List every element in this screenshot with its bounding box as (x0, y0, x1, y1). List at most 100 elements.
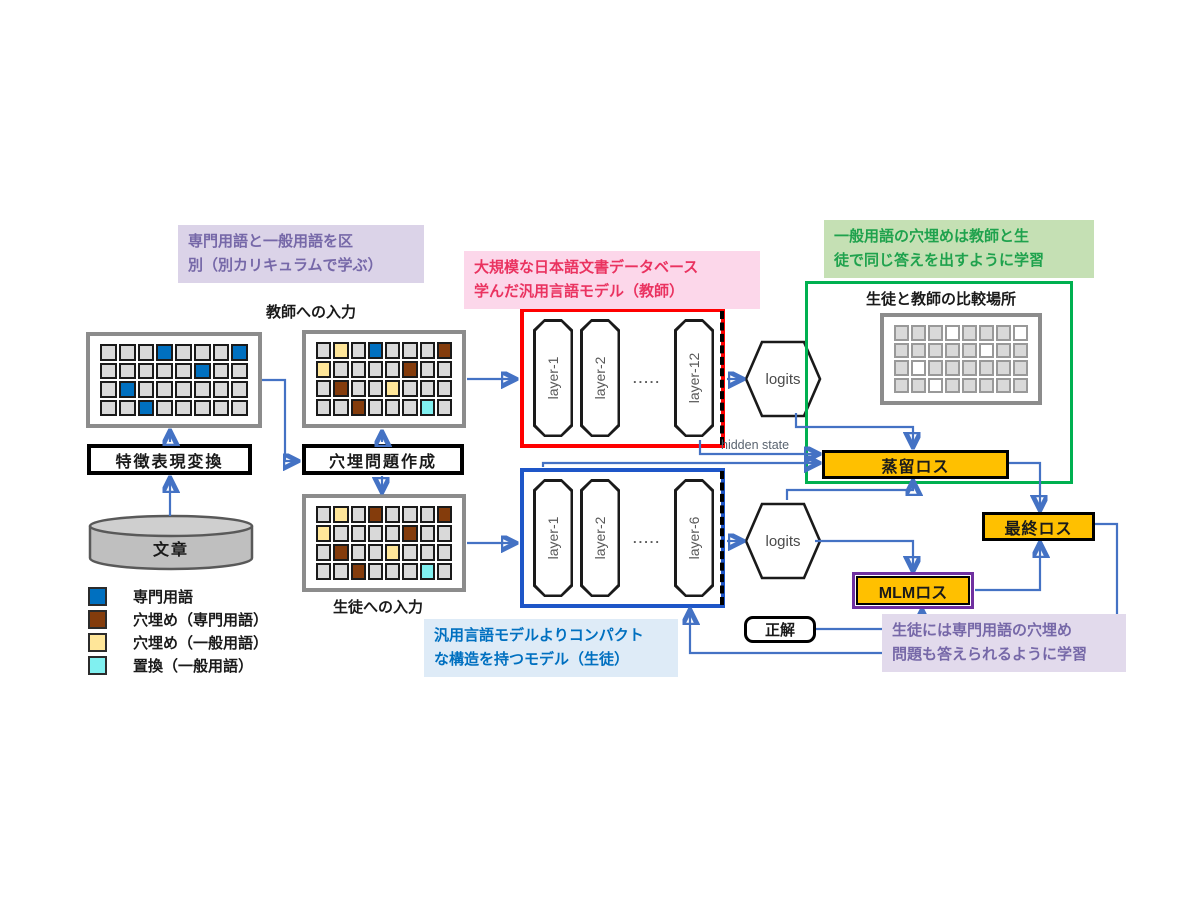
grid-cell (402, 525, 418, 542)
grid-cell (436, 563, 452, 580)
note-distill: 一般用語の穴埋めは教師と生 徒で同じ答えを出すように学習 (824, 220, 1094, 278)
grid-cell (212, 362, 230, 379)
grid-cell (945, 325, 960, 341)
grid-cell (137, 381, 155, 398)
grid-cell (231, 362, 248, 379)
grid-cell (402, 342, 418, 359)
grid-cell (212, 344, 230, 361)
grid-cell (118, 362, 136, 379)
student-input-grid (302, 494, 466, 592)
grid-cell (928, 325, 943, 341)
teacher-logits-hexagon: logits (744, 339, 822, 424)
layer-shape: layer-6 (674, 479, 714, 597)
grid-cell (316, 563, 332, 580)
teacher-model-dashed-edge (720, 311, 724, 445)
teacher-logits-label: logits (765, 371, 800, 388)
grid-cell (212, 381, 230, 398)
grid-cell (436, 361, 452, 378)
grid-cell (385, 506, 401, 523)
student-model-dashed-edge (720, 471, 724, 605)
legend: 専門用語 穴埋め（専門用語） 穴埋め（一般用語） 置換（一般用語） (88, 587, 268, 679)
grid-cell (402, 380, 418, 397)
grid-cell (367, 361, 383, 378)
note-curriculum-line1: 専門用語と一般用語を区 (188, 233, 354, 250)
grid-cell (156, 344, 173, 361)
grid-cell (175, 344, 192, 361)
layer-shape: layer-1 (533, 479, 573, 597)
grid-cell (385, 525, 401, 542)
grid-cell (137, 362, 155, 379)
grid-cell (385, 399, 401, 416)
note-learning-line1: 生徒には専門用語の穴埋め (892, 622, 1073, 639)
grid-cell (402, 506, 418, 523)
grid-cell (419, 506, 435, 523)
document-cylinder: 文章 (88, 514, 254, 572)
arrow-student-logits-to-distill (785, 483, 913, 500)
legend-item: 穴埋め（専門用語） (88, 610, 268, 629)
grid-cell (100, 362, 117, 379)
legend-label: 穴埋め（一般用語） (133, 635, 269, 652)
grid-cell (1013, 377, 1028, 393)
note-curriculum: 専門用語と一般用語を区 別（別カリキュラムで学ぶ） (178, 225, 424, 283)
grid-cell (100, 344, 117, 361)
student-logits-label: logits (765, 533, 800, 550)
grid-cell (350, 399, 366, 416)
mlm-loss-outline: MLMロス (852, 572, 974, 609)
comparison-title: 生徒と教師の比較場所 (866, 291, 1017, 308)
grid-cell (962, 342, 977, 358)
grid-cell (367, 380, 383, 397)
grid-cell (928, 342, 943, 358)
note-student-line2: な構造を持つモデル（生徒） (434, 651, 630, 668)
grid-cell (175, 399, 192, 416)
grid-cell (436, 525, 452, 542)
grid-cell (1013, 360, 1028, 376)
grid-cell (333, 342, 349, 359)
grid-cell (367, 399, 383, 416)
grid-cell (231, 399, 248, 416)
grid-cell (367, 342, 383, 359)
legend-item: 置換（一般用語） (88, 656, 268, 675)
grid-cell (402, 361, 418, 378)
grid-cell (419, 380, 435, 397)
note-teacher-model: 大規模な日本語文書データベース 学んだ汎用言語モデル（教師） (464, 251, 760, 309)
grid-cell (193, 344, 211, 361)
grid-cell (156, 362, 173, 379)
grid-cell (333, 525, 349, 542)
grid-cell (333, 361, 349, 378)
arrow-grid-to-cloze (262, 378, 296, 461)
grid-cell (118, 399, 136, 416)
layer-ellipsis: ..... (632, 530, 662, 546)
feature-grid (86, 332, 262, 428)
arrow-student-hidden-to-distill (541, 463, 817, 467)
legend-swatch-blue (88, 587, 107, 606)
grid-cell (156, 381, 173, 398)
grid-cell (175, 362, 192, 379)
grid-cell (962, 360, 977, 376)
grid-cell (419, 361, 435, 378)
note-distill-line2: 徒で同じ答えを出すように学習 (834, 252, 1045, 269)
grid-cell (894, 325, 909, 341)
grid-cell (419, 342, 435, 359)
note-teacher-line2: 学んだ汎用言語モデル（教師） (474, 283, 685, 300)
grid-cell (402, 563, 418, 580)
grid-cell (367, 506, 383, 523)
grid-cell (100, 381, 117, 398)
grid-cell (385, 361, 401, 378)
grid-cell (316, 399, 332, 416)
grid-cell (911, 342, 926, 358)
label-teacher-input: 教師への入力 (266, 304, 357, 321)
grid-cell (350, 525, 366, 542)
final-loss-box: 最終ロス (982, 512, 1095, 541)
grid-cell (419, 399, 435, 416)
grid-cell (350, 544, 366, 561)
grid-cell (894, 342, 909, 358)
grid-cell (385, 563, 401, 580)
grid-cell (100, 399, 117, 416)
grid-cell (316, 506, 332, 523)
grid-cell (367, 525, 383, 542)
grid-cell (962, 377, 977, 393)
grid-cell (333, 563, 349, 580)
